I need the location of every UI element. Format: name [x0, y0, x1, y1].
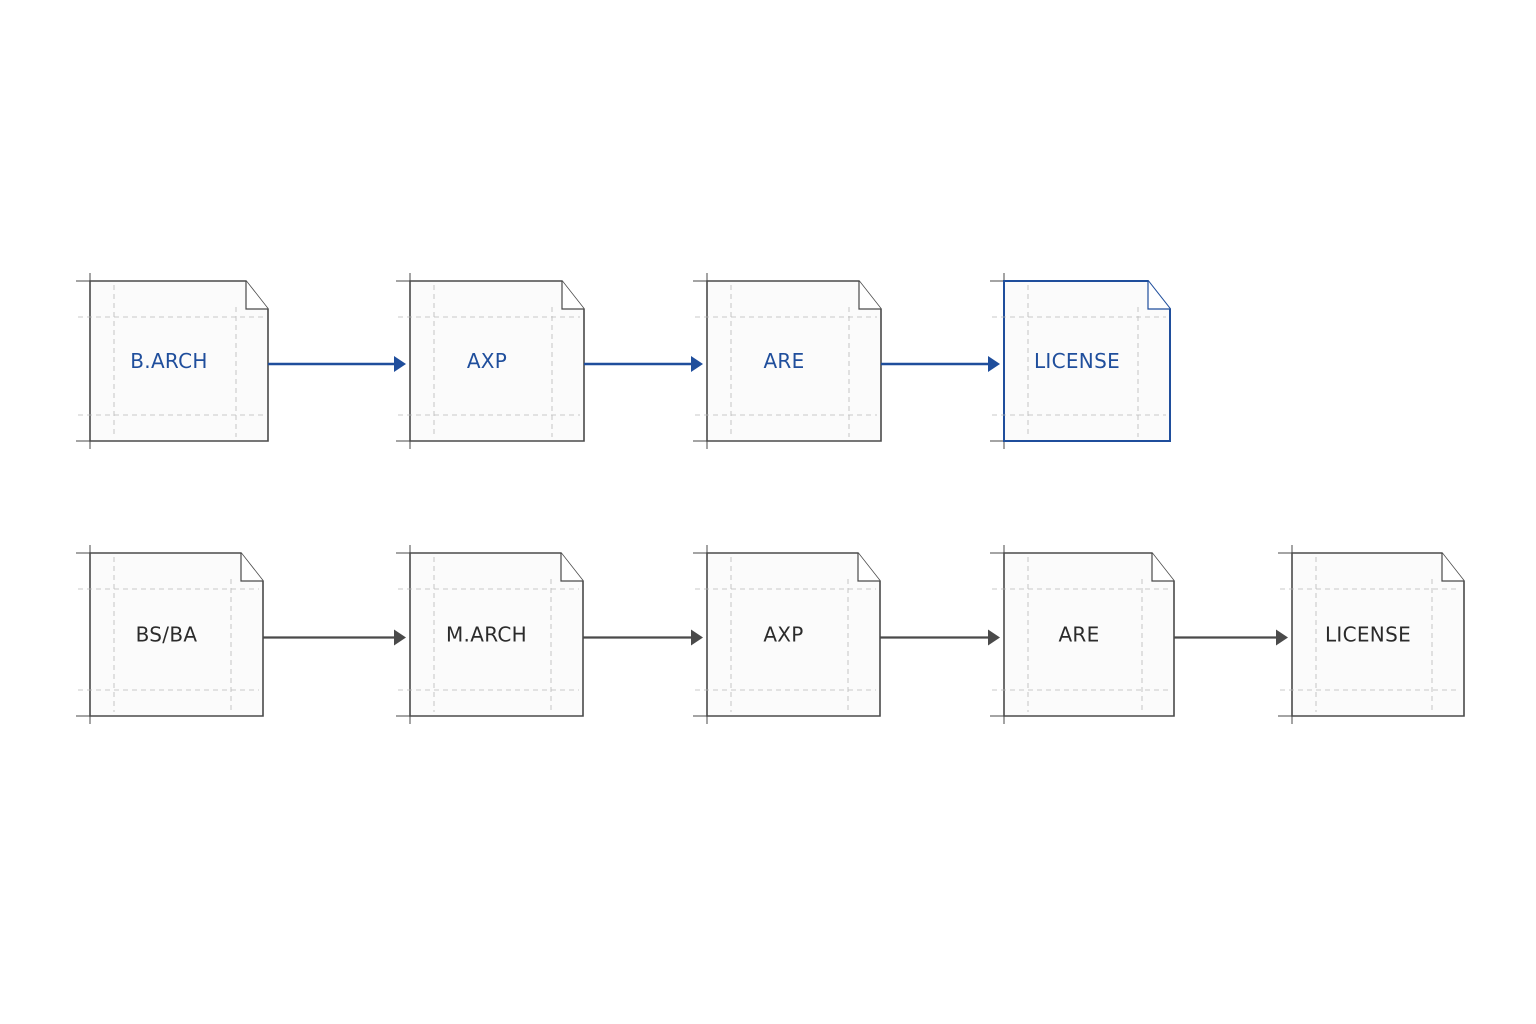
document-page-shape — [409, 280, 585, 442]
flow-arrow — [1174, 629, 1288, 646]
node-label: AXP — [763, 623, 803, 647]
arrow-head-icon — [1276, 629, 1288, 646]
folded-corner-icon — [858, 281, 881, 310]
flow-arrow — [268, 356, 406, 372]
flow-arrow — [880, 629, 1000, 646]
node-label: AXP — [467, 349, 507, 373]
pathway-row-2: BS/BA M.ARCH AXP ARE LICENSE — [76, 545, 1465, 724]
folded-corner-icon — [561, 281, 584, 310]
document-page-shape — [89, 552, 264, 717]
folded-corner-icon — [245, 281, 268, 310]
document-page-shape — [706, 280, 882, 442]
flow-arrow — [583, 629, 703, 646]
arrow-head-icon — [394, 629, 406, 646]
node-label: BS/BA — [136, 623, 198, 647]
document-node: M.ARCH — [396, 545, 584, 724]
folded-corner-icon — [1441, 553, 1464, 582]
document-page-shape — [1291, 552, 1465, 717]
arrow-head-icon — [691, 629, 703, 646]
folded-corner-icon — [1147, 281, 1170, 310]
document-page-shape — [89, 280, 269, 442]
pathway-row-1: B.ARCH AXP ARE LICENSE — [76, 273, 1171, 449]
arrow-head-icon — [988, 356, 1000, 372]
document-node: ARE — [693, 273, 882, 449]
arrow-head-icon — [394, 356, 406, 372]
document-page-shape — [1003, 280, 1171, 442]
document-page-shape — [706, 552, 881, 717]
document-node: AXP — [396, 273, 585, 449]
document-node: LICENSE — [990, 273, 1171, 449]
node-label: ARE — [763, 349, 804, 373]
document-node: BS/BA — [76, 545, 264, 724]
document-node: ARE — [990, 545, 1175, 724]
flow-arrow — [881, 356, 1000, 372]
folded-corner-icon — [1151, 553, 1174, 582]
node-label: LICENSE — [1034, 349, 1120, 373]
node-label: LICENSE — [1325, 623, 1411, 647]
arrow-head-icon — [988, 629, 1000, 646]
document-page-shape — [409, 552, 584, 717]
document-page-shape — [1003, 552, 1175, 717]
folded-corner-icon — [560, 553, 583, 582]
document-node: AXP — [693, 545, 881, 724]
folded-corner-icon — [857, 553, 880, 582]
node-label: B.ARCH — [130, 349, 207, 373]
flow-arrow — [263, 629, 406, 646]
flow-arrow — [584, 356, 703, 372]
document-node: B.ARCH — [76, 273, 269, 449]
node-label: ARE — [1058, 623, 1099, 647]
node-label: M.ARCH — [446, 623, 527, 647]
folded-corner-icon — [240, 553, 263, 582]
arrow-head-icon — [691, 356, 703, 372]
document-node: LICENSE — [1278, 545, 1465, 724]
